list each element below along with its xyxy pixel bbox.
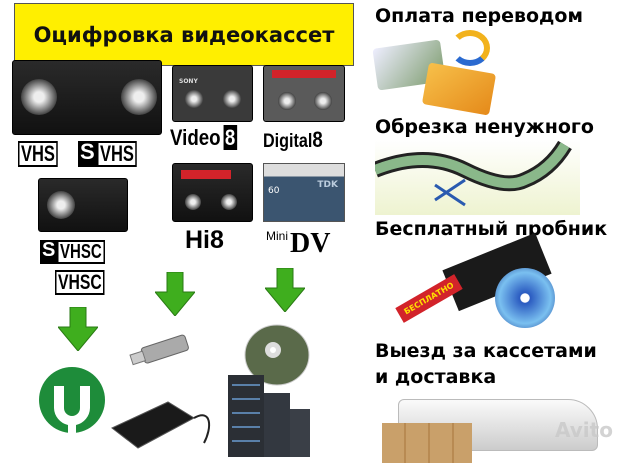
digital8-cassette-image bbox=[263, 65, 345, 122]
film-strip-image bbox=[372, 140, 580, 215]
svhsc-s: S bbox=[40, 240, 58, 264]
green-down-arrow-icon bbox=[265, 268, 305, 312]
title-banner: Оцифровка видеокассет bbox=[14, 3, 354, 66]
svhs-text: VHS bbox=[96, 141, 137, 167]
usb-flash-drive-icon bbox=[129, 334, 189, 366]
tdk-label: TDK bbox=[317, 180, 338, 190]
free-tag-text: БЕСПЛАТНО bbox=[402, 280, 456, 317]
sony-label: SONY bbox=[179, 78, 198, 85]
video8-cassette-image: SONY bbox=[172, 65, 253, 122]
vhs-cassette-image bbox=[12, 60, 162, 135]
hi8-cassette-image bbox=[172, 163, 253, 222]
pickup-heading-line1: Выезд за кассетами bbox=[375, 340, 597, 362]
free-tag: БЕСПЛАТНО bbox=[395, 274, 463, 323]
server-icon bbox=[228, 375, 310, 457]
video8-number: 8 bbox=[223, 125, 237, 150]
green-down-arrow-icon bbox=[58, 307, 98, 351]
digital8-text: Digital bbox=[263, 131, 313, 152]
tape-length-label: 60 bbox=[268, 186, 280, 196]
vhsc-logo: VHSC bbox=[55, 270, 105, 295]
digital8-number: 8 bbox=[312, 127, 323, 152]
svhsc-logo: S VHSC bbox=[40, 240, 121, 264]
payment-heading: Оплата переводом bbox=[375, 5, 583, 27]
bank-cards-image bbox=[372, 30, 525, 116]
free-sample-heading: Бесплатный пробник bbox=[375, 218, 608, 240]
torrent-icon bbox=[39, 367, 105, 433]
avito-watermark: Avito bbox=[555, 418, 613, 442]
video8-text: Video bbox=[170, 125, 221, 150]
pickup-heading-line2: и доставка bbox=[375, 366, 497, 388]
vhs-logo: VHS bbox=[18, 141, 58, 167]
trimming-heading: Обрезка ненужного bbox=[375, 116, 594, 138]
dvd-disc-icon bbox=[244, 324, 310, 386]
green-down-arrow-icon bbox=[155, 272, 195, 316]
cassette-and-disc-image: БЕСПЛАТНО bbox=[395, 232, 560, 332]
external-hdd-icon bbox=[111, 401, 211, 449]
hi8-logo: Hi8 bbox=[185, 226, 224, 254]
banner-title: Оцифровка видеокассет bbox=[33, 22, 335, 47]
svhsc-text: VHSC bbox=[57, 240, 106, 264]
vhsc-cassette-image bbox=[38, 178, 128, 232]
svhs-logo: S VHS bbox=[78, 141, 150, 167]
minidv-cassette-image: TDK 60 bbox=[263, 163, 345, 222]
minidv-mini: Mini bbox=[266, 229, 289, 243]
digital8-logo: Digital8 bbox=[263, 127, 323, 152]
svhs-s: S bbox=[78, 141, 97, 167]
delivery-van-image bbox=[380, 395, 620, 463]
minidv-text: DV bbox=[290, 228, 331, 259]
